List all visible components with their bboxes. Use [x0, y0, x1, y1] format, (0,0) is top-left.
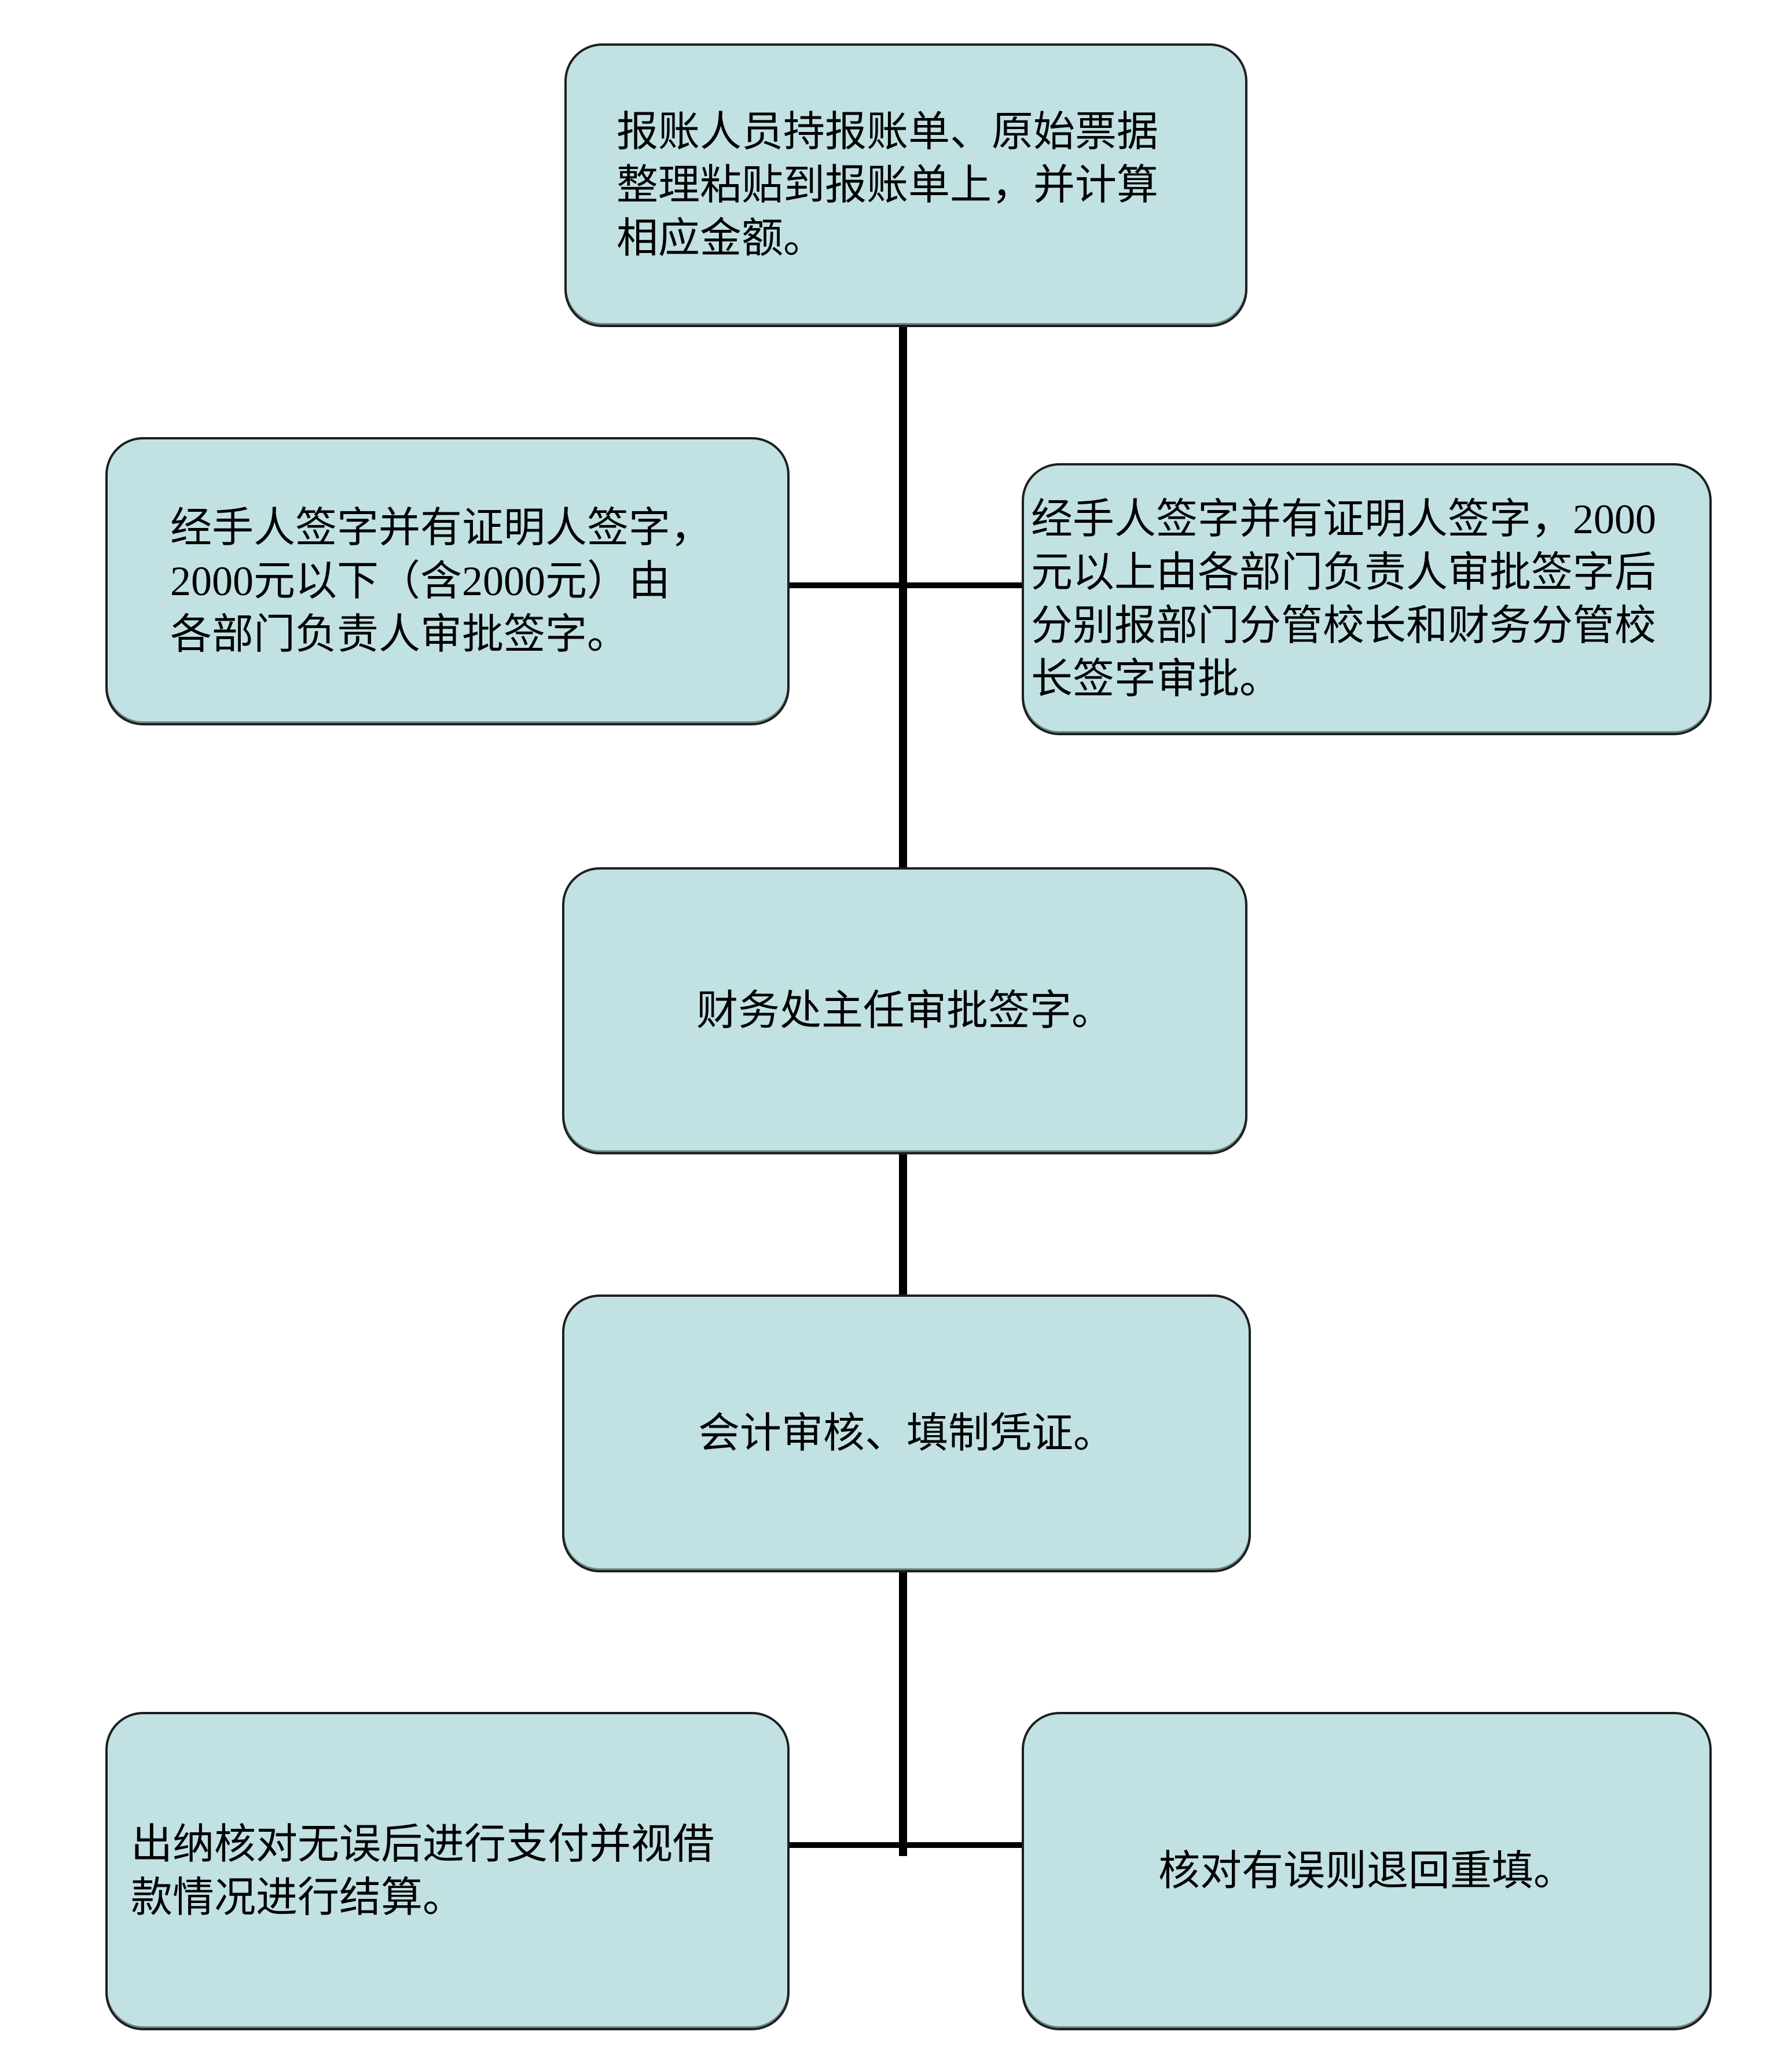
connector-accountant-to-bottom — [899, 1570, 907, 1856]
flow-node-cashier-pay-settle: 出纳核对无误后进行支付并视借款情况进行结算。 — [105, 1712, 790, 2030]
flow-node-accountant-review: 会计审核、填制凭证。 — [562, 1294, 1251, 1572]
connector-finance-director-to-accountant — [899, 1152, 907, 1297]
flow-node-error-return-refill-text: 核对有误则退回重填。 — [1158, 1848, 1575, 1894]
flow-node-paste-receipts: 报账人员持报账单、原始票据整理粘贴到报账单上，并计算相应金额。 — [564, 43, 1247, 327]
connector-under2000-to-over2000 — [787, 582, 1025, 588]
flow-node-accountant-review-text: 会计审核、填制凭证。 — [698, 1410, 1115, 1457]
flow-node-error-return-refill: 核对有误则退回重填。 — [1022, 1712, 1712, 2030]
flow-node-cashier-pay-settle-text: 出纳核对无误后进行支付并视借款情况进行结算。 — [131, 1821, 715, 1921]
flow-node-approve-under-2000-text: 经手人签字并有证明人签字，2000元以下（含2000元）由各部门负责人审批签字。 — [170, 505, 713, 658]
flow-node-finance-director-approval-text: 财务处主任审批签字。 — [696, 988, 1113, 1034]
flow-node-finance-director-approval: 财务处主任审批签字。 — [562, 867, 1247, 1154]
connector-cashier-to-error-return — [787, 1842, 1025, 1848]
flow-node-approve-under-2000: 经手人签字并有证明人签字，2000元以下（含2000元）由各部门负责人审批签字。 — [105, 437, 790, 725]
connector-top-to-finance-director — [899, 324, 907, 870]
flow-node-paste-receipts-text: 报账人员持报账单、原始票据整理粘贴到报账单上，并计算相应金额。 — [616, 109, 1159, 262]
